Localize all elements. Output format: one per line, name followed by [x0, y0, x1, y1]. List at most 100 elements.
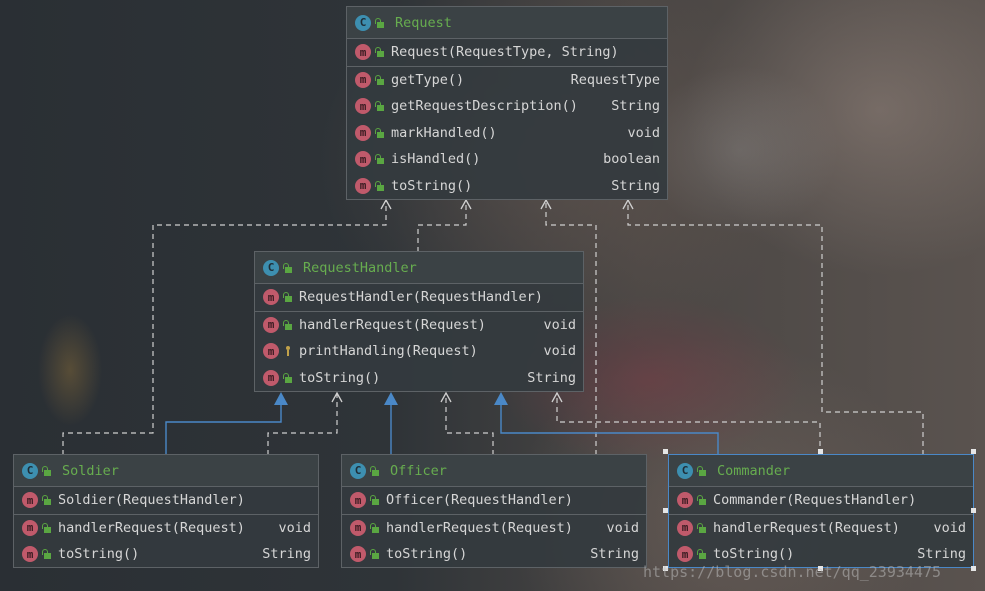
public-lock-icon: [375, 127, 385, 138]
method-icon: m: [355, 151, 371, 168]
dependency-edge: [445, 394, 494, 455]
member-signature: printHandling(Request): [299, 343, 478, 360]
selection-handle[interactable]: [971, 566, 976, 571]
class-icon: C: [350, 462, 366, 479]
public-lock-icon: [370, 465, 380, 476]
public-lock-icon: [370, 522, 380, 533]
member-signature: RequestHandler(RequestHandler): [299, 289, 543, 306]
member-signature: toString(): [58, 546, 140, 563]
return-type: String: [262, 546, 311, 563]
class-icon: C: [22, 462, 38, 479]
member-row[interactable]: m Request(RequestType, String): [347, 39, 667, 66]
dependency-arrowhead: [622, 198, 634, 210]
watermark-text: https://blog.csdn.net/qq_23934475: [643, 563, 942, 581]
class-name: Request: [395, 14, 452, 31]
method-icon: m: [677, 519, 693, 536]
member-row[interactable]: m Commander(RequestHandler): [669, 487, 973, 514]
public-lock-icon: [283, 372, 293, 383]
dependency-edge: [417, 201, 467, 252]
class-box-commander[interactable]: C Commander m Commander(RequestHandler) …: [668, 454, 974, 568]
member-row[interactable]: m toString() String: [255, 365, 583, 392]
method-icon: m: [350, 492, 366, 509]
public-lock-icon: [697, 522, 707, 533]
method-section: m getType() RequestType m getRequestDesc…: [347, 67, 667, 200]
class-header: C RequestHandler: [255, 252, 583, 284]
abstract-class-icon: C: [263, 259, 279, 276]
return-type: String: [917, 546, 966, 563]
public-lock-icon: [42, 522, 52, 533]
constructor-section: m RequestHandler(RequestHandler): [255, 284, 583, 312]
method-section: m handlerRequest(Request) void m toStrin…: [14, 515, 318, 568]
method-icon: m: [355, 177, 371, 194]
method-icon: m: [355, 98, 371, 115]
member-signature: Soldier(RequestHandler): [58, 492, 245, 509]
return-type: String: [590, 546, 639, 563]
return-type: RequestType: [570, 71, 660, 88]
public-lock-icon: [42, 549, 52, 560]
selection-handle[interactable]: [663, 508, 668, 513]
class-box-soldier[interactable]: C Soldier m Soldier(RequestHandler) m ha…: [13, 454, 319, 568]
method-section: m handlerRequest(Request) void m printHa…: [255, 312, 583, 392]
public-lock-icon: [283, 292, 293, 303]
selection-handle[interactable]: [818, 566, 823, 571]
member-signature: getType(): [391, 71, 465, 88]
return-type: void: [543, 316, 576, 333]
member-signature: handlerRequest(Request): [386, 519, 573, 536]
member-row[interactable]: m Soldier(RequestHandler): [14, 487, 318, 514]
member-row[interactable]: m RequestHandler(RequestHandler): [255, 284, 583, 311]
class-box-request[interactable]: C Request m Request(RequestType, String)…: [346, 6, 668, 200]
member-row[interactable]: m printHandling(Request) void: [255, 338, 583, 365]
member-signature: Request(RequestType, String): [391, 44, 619, 61]
member-row[interactable]: m getType() RequestType: [347, 67, 667, 94]
member-row[interactable]: m toString() String: [14, 541, 318, 568]
member-signature: isHandled(): [391, 151, 481, 168]
member-row[interactable]: m handlerRequest(Request) void: [14, 515, 318, 542]
member-row[interactable]: m toString() String: [342, 541, 646, 568]
member-signature: getRequestDescription(): [391, 98, 578, 115]
class-header: C Soldier: [14, 455, 318, 487]
dependency-edge: [267, 394, 338, 455]
selection-handle[interactable]: [663, 449, 668, 454]
public-lock-icon: [42, 465, 52, 476]
member-row[interactable]: m handlerRequest(Request) void: [342, 515, 646, 542]
member-row[interactable]: m Officer(RequestHandler): [342, 487, 646, 514]
class-name: Soldier: [62, 462, 119, 479]
return-type: void: [606, 519, 639, 536]
member-row[interactable]: m toString() String: [669, 541, 973, 568]
selection-handle[interactable]: [971, 508, 976, 513]
constructor-section: m Officer(RequestHandler): [342, 487, 646, 515]
selection-handle[interactable]: [971, 449, 976, 454]
member-row[interactable]: m handlerRequest(Request) void: [255, 312, 583, 339]
member-row[interactable]: m markHandled() void: [347, 120, 667, 147]
return-type: void: [278, 519, 311, 536]
selection-handle[interactable]: [818, 449, 823, 454]
class-name: RequestHandler: [303, 259, 417, 276]
public-lock-icon: [283, 262, 293, 273]
method-icon: m: [350, 519, 366, 536]
selection-handle[interactable]: [663, 566, 668, 571]
inheritance-arrowhead: [384, 392, 398, 405]
method-section: m handlerRequest(Request) void m toStrin…: [669, 515, 973, 568]
member-row[interactable]: m getRequestDescription() String: [347, 93, 667, 120]
dependency-arrowhead: [460, 198, 472, 210]
public-lock-icon: [375, 17, 385, 28]
inheritance-arrowhead: [274, 392, 288, 405]
inheritance-edge: [165, 404, 282, 455]
member-signature: Commander(RequestHandler): [713, 492, 917, 509]
member-signature: toString(): [391, 177, 473, 194]
member-signature: Officer(RequestHandler): [386, 492, 573, 509]
class-icon: C: [677, 462, 693, 479]
member-row[interactable]: m handlerRequest(Request) void: [669, 515, 973, 542]
public-lock-icon: [370, 495, 380, 506]
member-row[interactable]: m isHandled() boolean: [347, 146, 667, 173]
class-header: C Request: [347, 7, 667, 39]
method-icon: m: [355, 124, 371, 141]
class-name: Commander: [717, 462, 791, 479]
method-icon: m: [263, 343, 279, 360]
override-method-icon: m: [263, 369, 279, 386]
class-box-request-handler[interactable]: C RequestHandler m RequestHandler(Reques…: [254, 251, 584, 392]
member-row[interactable]: m toString() String: [347, 173, 667, 200]
return-type: boolean: [603, 151, 660, 168]
class-box-officer[interactable]: C Officer m Officer(RequestHandler) m ha…: [341, 454, 647, 568]
